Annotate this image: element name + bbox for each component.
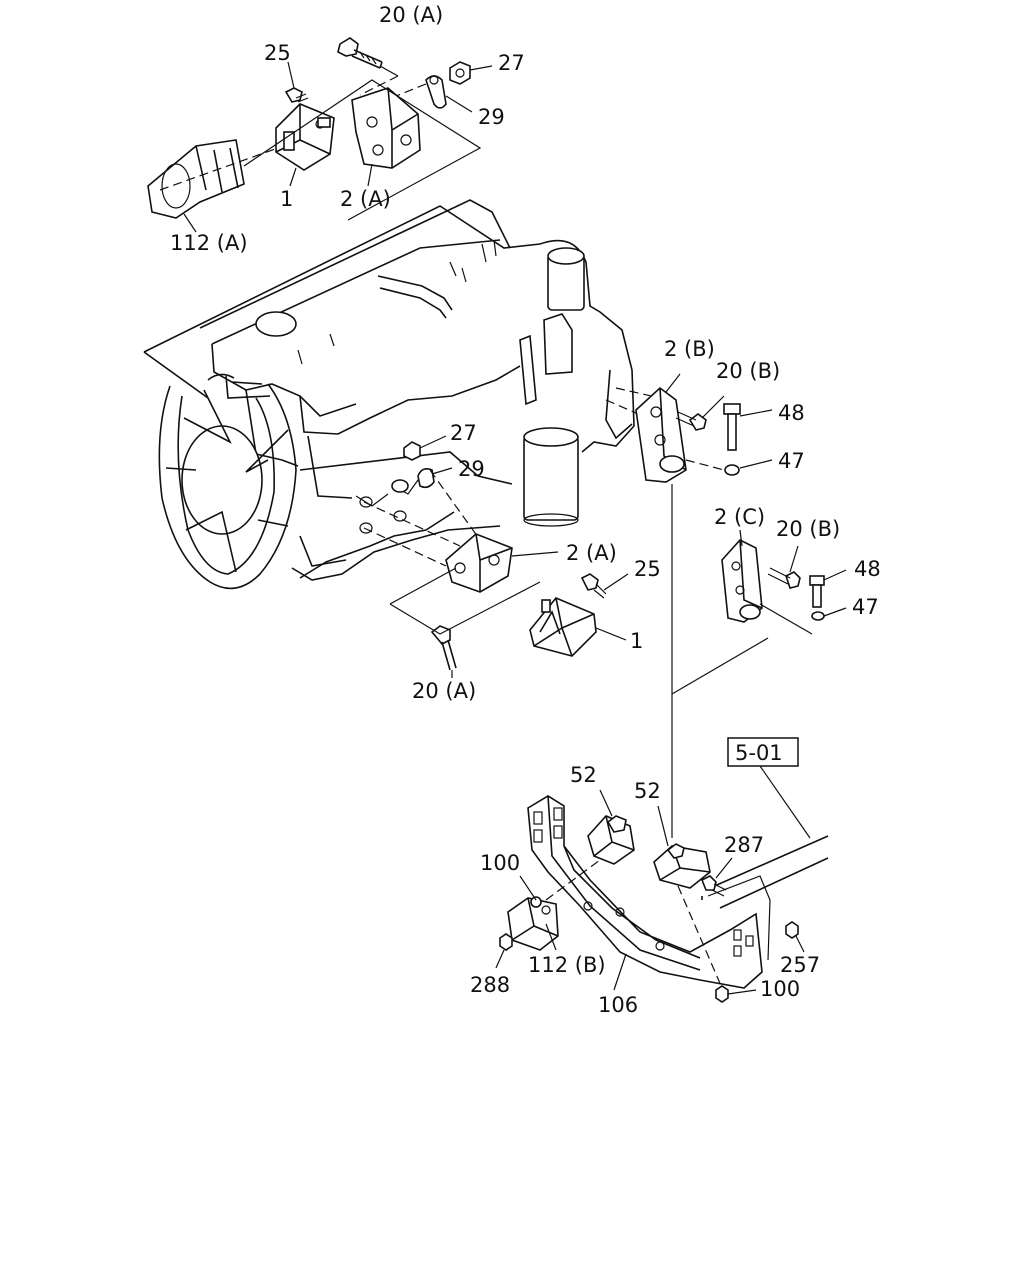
callout-48-upper: 48 (778, 401, 805, 425)
bracket-2b (635, 386, 687, 483)
bolt-48-upper (723, 403, 741, 451)
cooling-fan (158, 373, 297, 590)
callout-288: 288 (470, 973, 510, 997)
callout-112a: 112 (A) (170, 231, 248, 255)
reference-box-5-01 (727, 737, 799, 767)
bracket-2a-middle (445, 533, 513, 593)
callout-100-right: 100 (760, 977, 800, 1001)
callout-29-top: 29 (478, 105, 505, 129)
clip-29-top (425, 75, 447, 109)
bolt-20a-top (337, 37, 383, 69)
clip-29-middle (417, 468, 435, 489)
bolt-25-top (284, 87, 309, 103)
callout-47-upper: 47 (778, 449, 805, 473)
bolt-25-middle (580, 573, 607, 599)
reference-5-01-label: 5-01 (735, 741, 783, 765)
bracket-2a-top (317, 87, 421, 169)
callout-52-left: 52 (570, 763, 597, 787)
washer-47-upper (724, 464, 740, 476)
nut-27-middle (403, 441, 421, 461)
callout-106: 106 (598, 993, 638, 1017)
washer-47-lower (811, 611, 825, 621)
engine-block (143, 199, 635, 581)
middle-front-mount-assembly (299, 435, 629, 678)
bracket-2c (721, 539, 763, 623)
rubber-mount-1-top (275, 103, 335, 171)
nut-288 (499, 933, 513, 951)
callout-112b: 112 (B) (528, 953, 606, 977)
rubber-mount-1-middle (529, 597, 597, 657)
callout-47-lower: 47 (852, 595, 879, 619)
callout-20a-top: 20 (A) (379, 3, 443, 27)
callout-27-top: 27 (498, 51, 525, 75)
callout-2c: 2 (C) (714, 505, 765, 529)
callout-labels: 20 (A) 25 27 29 1 2 (A) 112 (A) 2 (B) 20… (170, 3, 881, 1017)
callout-1-middle: 1 (630, 629, 643, 653)
callout-20b-lower: 20 (B) (776, 517, 840, 541)
callout-29-middle: 29 (458, 457, 485, 481)
bolt-287 (700, 875, 727, 897)
crossmember-assembly (495, 737, 829, 1003)
callout-27-middle: 27 (450, 421, 477, 445)
rear-mount-assembly (605, 373, 847, 838)
callout-287: 287 (724, 833, 764, 857)
callout-1-top: 1 (280, 187, 293, 211)
callout-100-left: 100 (480, 851, 520, 875)
callout-2b: 2 (B) (664, 337, 715, 361)
mount-52-right (653, 843, 711, 889)
nut-27-top (449, 61, 471, 85)
callout-48-lower: 48 (854, 557, 881, 581)
plate-112a (147, 139, 245, 219)
top-front-mount-assembly (147, 37, 493, 233)
callout-257: 257 (780, 953, 820, 977)
callout-52-right: 52 (634, 779, 661, 803)
nut-257 (785, 921, 799, 939)
bolt-20b-lower (767, 567, 801, 589)
callout-20a-middle: 20 (A) (412, 679, 476, 703)
bolt-20a-middle (430, 625, 457, 671)
callout-2a-middle: 2 (A) (566, 541, 617, 565)
callout-20b-upper: 20 (B) (716, 359, 780, 383)
callout-25-top: 25 (264, 41, 291, 65)
mount-52-left (587, 815, 635, 865)
bracket-112b (507, 896, 559, 951)
callout-2a-top: 2 (A) (340, 187, 391, 211)
callout-25-middle: 25 (634, 557, 661, 581)
nut-100-right (715, 985, 729, 1003)
bolt-48-lower (809, 575, 825, 608)
